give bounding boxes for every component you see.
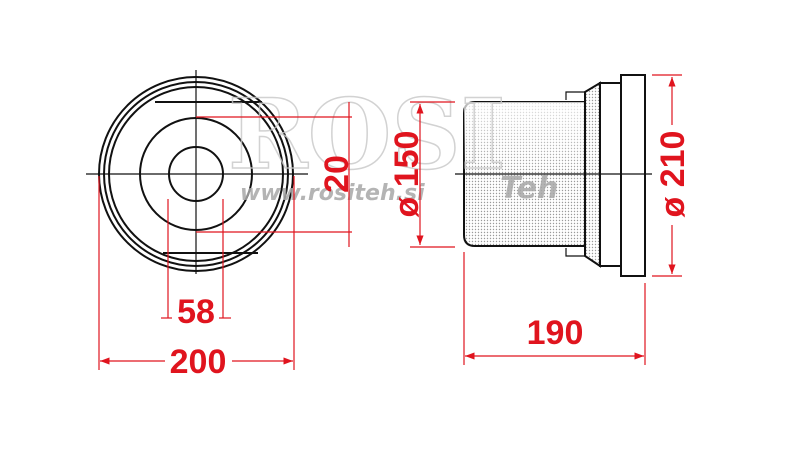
dim-label-200: 200 xyxy=(170,343,227,381)
watermark-logo: ROSI xyxy=(228,78,506,191)
dimension-flange-diameter: ø 210 xyxy=(652,74,692,277)
side-view xyxy=(455,74,652,277)
watermark-suffix: Teh xyxy=(500,171,558,206)
dim-label-150: ø 150 xyxy=(388,131,426,218)
dimension-inner-height: 20 xyxy=(196,102,356,247)
flange xyxy=(620,74,646,277)
clamp-top xyxy=(565,91,586,100)
dimension-body-diameter: ø 150 xyxy=(388,101,455,248)
watermark-url: www.rositeh.si xyxy=(240,181,425,206)
dim-label-190: 190 xyxy=(527,314,584,352)
front-view xyxy=(86,70,308,274)
dimension-bore-width: 58 xyxy=(161,199,231,331)
dimension-outer-diameter: 200 xyxy=(98,176,295,381)
dim-label-210: ø 210 xyxy=(654,131,692,218)
dimension-length: 190 xyxy=(463,252,646,365)
clamp-bottom xyxy=(565,248,586,257)
dim-label-20: 20 xyxy=(318,155,356,193)
watermark: ROSI www.rositeh.si Teh xyxy=(227,77,558,206)
dim-label-58: 58 xyxy=(177,293,215,331)
